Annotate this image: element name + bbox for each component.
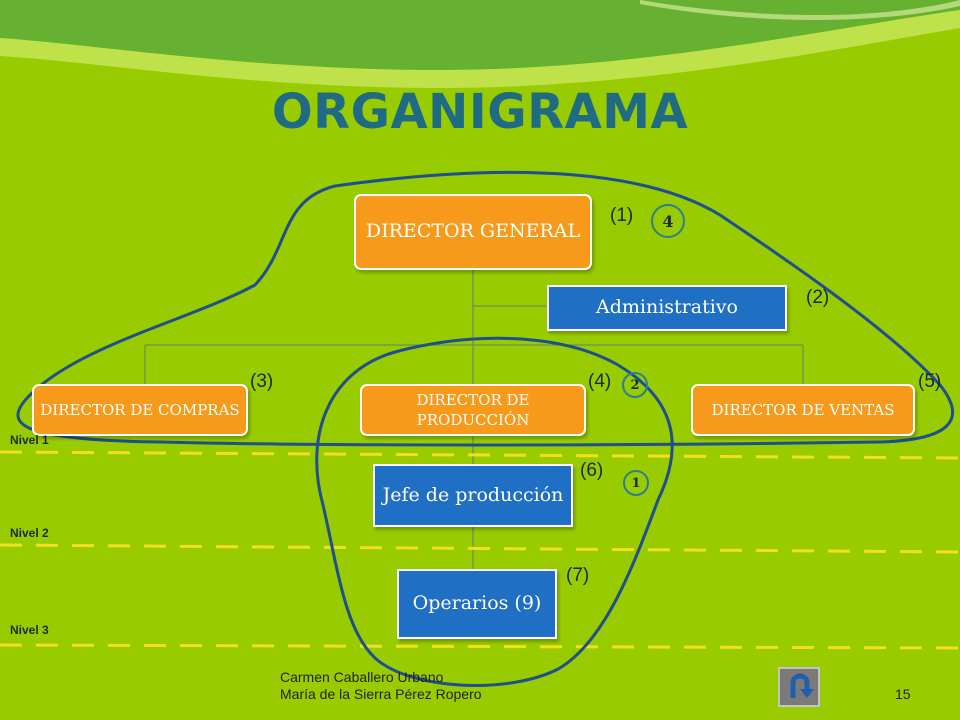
circled-number-4: 4 [651, 204, 685, 238]
level-label-3: Nivel 3 [10, 623, 49, 637]
label-2: (2) [806, 287, 830, 308]
header-swoosh [0, 0, 960, 70]
label-3: (3) [250, 371, 274, 392]
node-director-ventas: DIRECTOR DE VENTAS [691, 384, 915, 436]
label-4: (4) [588, 371, 612, 392]
node-administrativo: Administrativo [547, 285, 787, 331]
org-connectors [144, 270, 804, 590]
label-5: (5) [918, 371, 942, 392]
header-swoosh-highlight [640, 0, 960, 20]
footer-author-1: Carmen Caballero Urbano [280, 669, 444, 685]
page-title: ORGANIGRAMA [271, 84, 689, 140]
node-director-general: DIRECTOR GENERAL [354, 194, 592, 270]
level-dashed-lines [0, 450, 960, 650]
circled-number-1: 1 [623, 470, 649, 496]
label-7: (7) [566, 565, 590, 586]
header-swoosh-light [0, 10, 960, 88]
level-label-2: Nivel 2 [10, 526, 49, 540]
node-director-produccion: DIRECTOR DE PRODUCCIÓN [360, 384, 586, 436]
level-label-1: Nivel 1 [10, 433, 49, 447]
production-loop [315, 336, 674, 687]
top-management-loop [16, 170, 954, 447]
label-1: (1) [610, 205, 634, 226]
footer-authors: Carmen Caballero Urbano María de la Sier… [280, 669, 482, 703]
return-button[interactable] [778, 667, 820, 707]
page-number: 15 [895, 686, 911, 702]
node-operarios: Operarios (9) [397, 569, 557, 639]
label-6: (6) [580, 460, 604, 481]
footer-author-2: María de la Sierra Pérez Ropero [280, 686, 482, 702]
u-turn-arrow-icon [790, 673, 814, 698]
node-director-compras: DIRECTOR DE COMPRAS [32, 384, 248, 436]
node-jefe-produccion: Jefe de producción [373, 464, 573, 527]
circled-number-2: 2 [622, 372, 648, 398]
